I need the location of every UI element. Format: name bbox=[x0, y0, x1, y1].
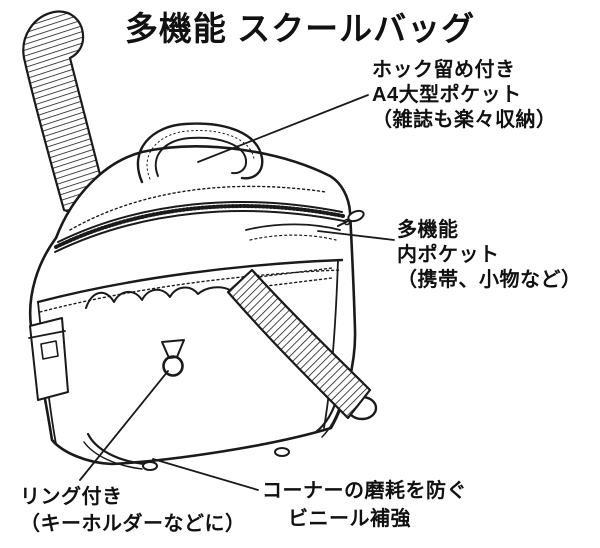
annotation-line: ビニール補強 bbox=[288, 508, 411, 530]
leader-line-corner bbox=[152, 458, 259, 491]
d-ring-icon bbox=[162, 355, 184, 377]
shoulder-strap-upper bbox=[22, 10, 108, 220]
annotation-a4-pocket: ホック留め付き A4大型ポケット （雑誌も楽々収納） bbox=[372, 58, 557, 133]
organizer-scallops bbox=[85, 286, 231, 309]
annotation-line: A4大型ポケット bbox=[372, 84, 522, 106]
leader-line-a4-pocket bbox=[197, 94, 369, 163]
top-flap-stitching bbox=[69, 185, 327, 231]
annotation-line: 多機能 bbox=[397, 219, 459, 241]
annotation-inner-pocket: 多機能 内ポケット （携帯、小物など） bbox=[397, 218, 582, 293]
annotation-line: リング付き bbox=[20, 486, 123, 508]
leader-line-ring bbox=[79, 370, 169, 481]
shoulder-strap-front bbox=[226, 268, 372, 420]
annotation-line: 内ポケット bbox=[397, 244, 500, 266]
page-title: 多機能 スクールバッグ bbox=[124, 10, 476, 47]
zipper bbox=[54, 201, 345, 253]
inner-pocket bbox=[245, 223, 341, 241]
annotation-line: コーナーの磨耗を防ぐ bbox=[262, 480, 467, 502]
zipper-pull-icon bbox=[337, 209, 365, 227]
key-ring bbox=[161, 339, 185, 377]
annotation-ring: リング付き （キーホルダーなどに） bbox=[20, 484, 246, 538]
annotation-line: （キーホルダーなどに） bbox=[20, 513, 246, 535]
corner-reinforcement-left bbox=[83, 432, 146, 470]
leader-line-inner-pocket bbox=[317, 230, 395, 241]
side-pocket bbox=[28, 317, 69, 401]
annotation-line: ホック留め付き bbox=[372, 59, 516, 81]
bag-feet bbox=[142, 447, 290, 471]
annotation-line: （雑誌も楽々収納） bbox=[372, 109, 557, 131]
annotation-corner: コーナーの磨耗を防ぐ ビニール補強 bbox=[262, 477, 467, 533]
front-right-edge bbox=[323, 259, 339, 429]
front-stitch-rows bbox=[249, 267, 333, 289]
annotation-line: （携帯、小物など） bbox=[397, 269, 582, 291]
